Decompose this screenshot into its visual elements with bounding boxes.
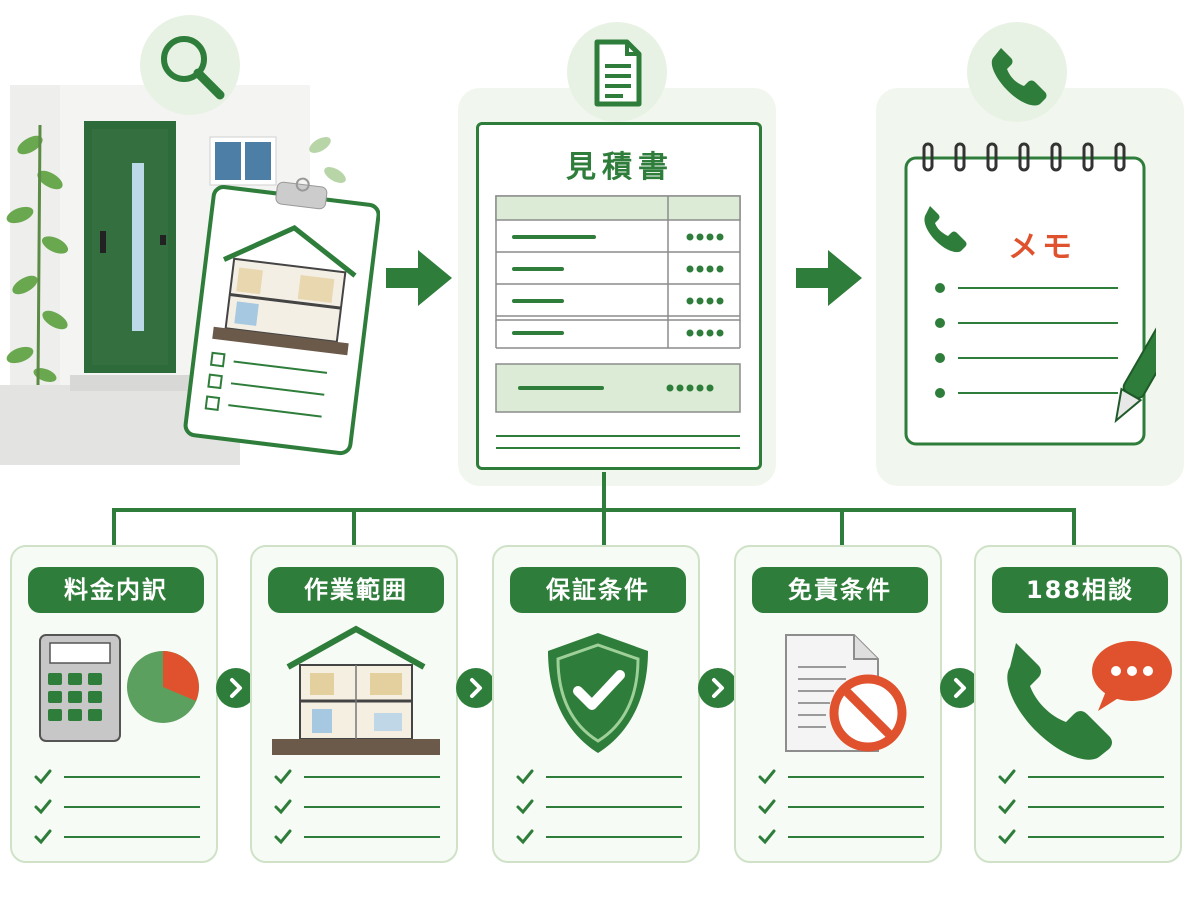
chevron-right-icon: [940, 668, 980, 708]
card-label: 作業範囲: [268, 567, 444, 613]
chevron-right-icon: [456, 668, 496, 708]
document-icon: [594, 39, 642, 107]
estimate-title: 見積書: [566, 150, 674, 185]
document-prohibited-icon: [785, 634, 907, 752]
checklist: [274, 769, 440, 845]
phone-icon: [991, 48, 1047, 106]
card-label: 料金内訳: [28, 567, 204, 613]
document-icon-badge: [567, 22, 667, 122]
house-cutaway-icon: [272, 625, 440, 755]
memo-notepad: [904, 142, 1156, 446]
arrow-right-icon: [386, 250, 452, 306]
card-label: 188相談: [992, 567, 1168, 613]
checklist: [34, 769, 200, 845]
clipboard: [183, 177, 381, 456]
chevron-right-icon: [698, 668, 738, 708]
card-consultation-188: 188相談: [974, 545, 1182, 863]
card-label: 免責条件: [752, 567, 928, 613]
memo-title: メモ: [1008, 230, 1076, 265]
checklist: [516, 769, 682, 845]
card-disclaimer-terms: 免責条件: [734, 545, 942, 863]
card-warranty-terms: 保証条件: [492, 545, 700, 863]
inspection-scene: [0, 85, 381, 465]
card-fee-breakdown: 料金内訳: [10, 545, 218, 863]
connector-lines: [112, 472, 1076, 546]
pen-icon: [1114, 295, 1156, 424]
house-entrance-illustration: [0, 85, 381, 465]
checklist: [998, 769, 1164, 845]
phone-icon: [924, 206, 967, 253]
card-label: 保証条件: [510, 567, 686, 613]
card-work-scope: 作業範囲: [250, 545, 458, 863]
search-icon-badge: [140, 15, 240, 115]
search-icon: [161, 36, 225, 100]
checklist: [758, 769, 924, 845]
phone-chat-icon: [1007, 641, 1172, 760]
shield-check-icon: [548, 633, 648, 753]
estimate-table: [495, 195, 741, 449]
phone-icon-badge: [967, 22, 1067, 122]
arrow-right-icon: [796, 250, 862, 306]
chevron-right-icon: [216, 668, 256, 708]
calculator-pie-icon: [39, 634, 199, 742]
